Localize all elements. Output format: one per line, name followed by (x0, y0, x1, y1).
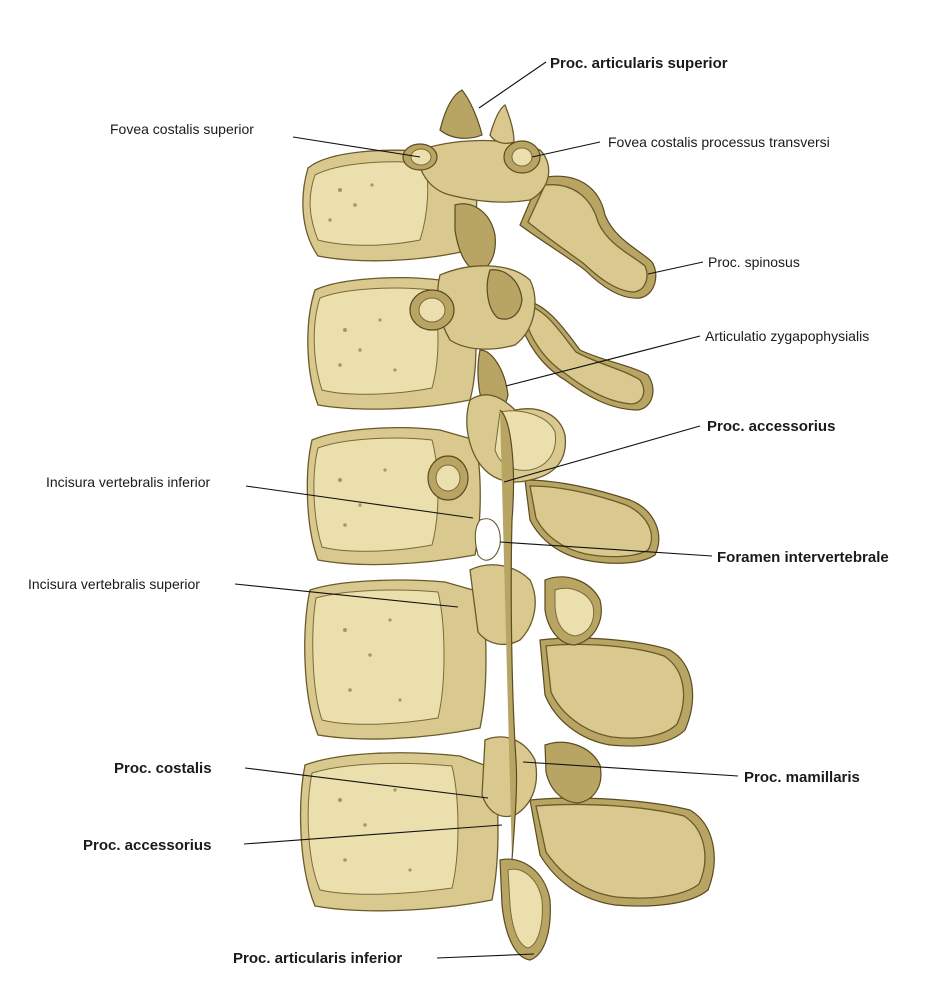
leader-proc-accessorius-lower (243, 824, 503, 845)
label-proc-spinosus: Proc. spinosus (708, 254, 800, 270)
vertebra-1 (302, 89, 657, 299)
vertebra-3 (306, 394, 660, 566)
vertebra-4 (304, 564, 694, 747)
label-fovea-costalis-processus-transversi: Fovea costalis processus transversi (608, 134, 830, 150)
posterior-column (499, 409, 518, 861)
leader-proc-mamillaris (522, 761, 739, 777)
leader-incisura-vertebralis-superior (234, 583, 459, 608)
leader-foramen-intervertebrale (499, 541, 713, 557)
leader-articulatio-zygapophysialis (505, 335, 701, 387)
labels: Proc. articularis superior Fovea costali… (28, 55, 889, 967)
label-proc-articularis-inferior: Proc. articularis inferior (233, 950, 402, 967)
vertebra-2 (307, 265, 654, 413)
label-proc-accessorius-lower: Proc. accessorius (83, 837, 211, 854)
label-proc-costalis: Proc. costalis (114, 760, 212, 777)
leader-incisura-vertebralis-inferior (245, 485, 474, 519)
leader-proc-articularis-inferior (436, 953, 535, 959)
label-articulatio-zygapophysialis: Articulatio zygapophysialis (705, 328, 869, 344)
leader-proc-spinosus (647, 261, 704, 275)
leader-lines (234, 61, 739, 959)
leader-proc-costalis (244, 767, 489, 799)
label-fovea-costalis-superior: Fovea costalis superior (110, 121, 254, 137)
leader-proc-accessorius-upper (503, 425, 701, 483)
label-proc-articularis-superior: Proc. articularis superior (550, 55, 728, 72)
leader-proc-articularis-superior (478, 61, 547, 109)
label-proc-mamillaris: Proc. mamillaris (744, 769, 860, 786)
vertebra-5 (299, 736, 715, 961)
label-incisura-vertebralis-superior: Incisura vertebralis superior (28, 576, 200, 592)
leader-fovea-costalis-processus-transversi (531, 141, 601, 158)
label-foramen-intervertebrale: Foramen intervertebrale (717, 549, 889, 566)
label-proc-accessorius-upper: Proc. accessorius (707, 418, 835, 435)
leader-fovea-costalis-superior (292, 136, 421, 158)
label-incisura-vertebralis-inferior: Incisura vertebralis inferior (46, 474, 211, 490)
